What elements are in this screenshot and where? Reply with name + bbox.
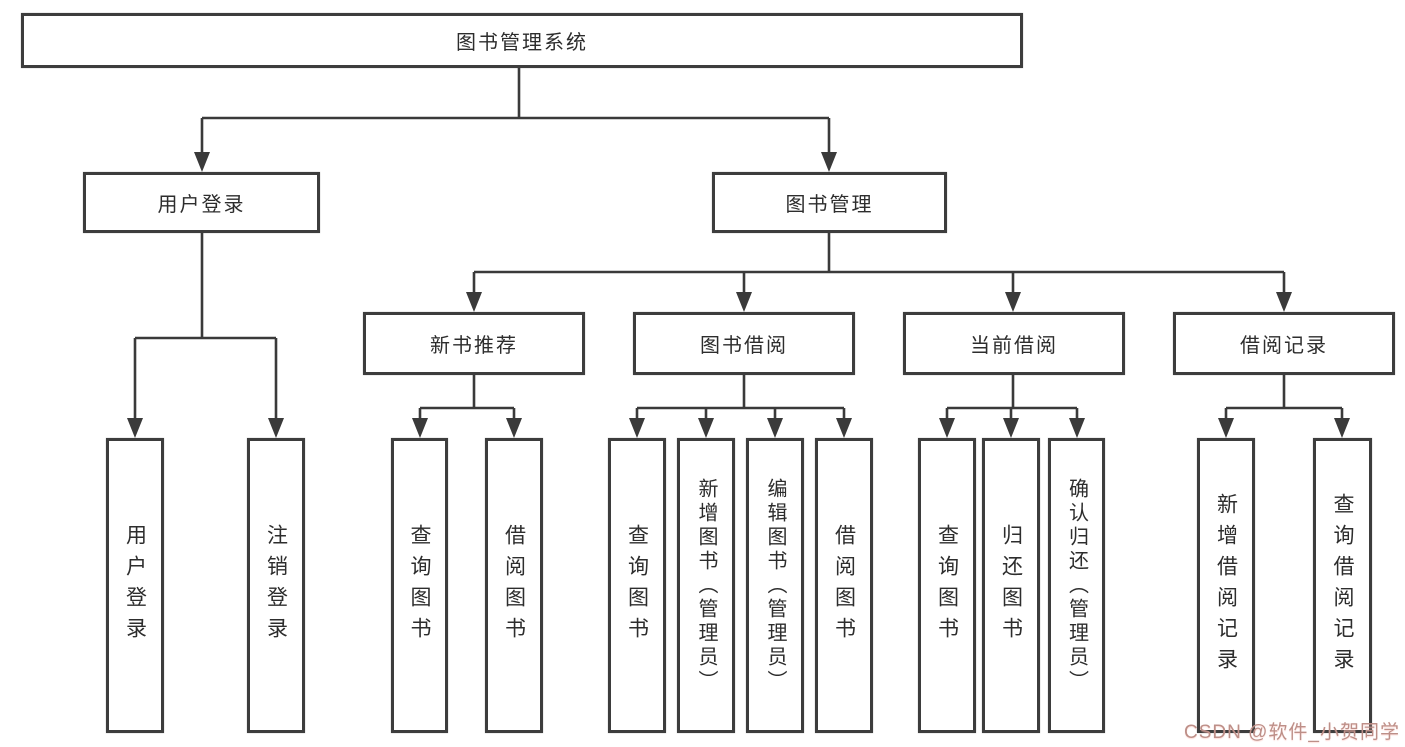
leaf-add-borrow-record: 新增借阅记录 [1197,438,1255,733]
leaf-query-book-recommend-label: 查询图书 [408,523,431,648]
node-book-borrow: 图书借阅 [633,312,855,375]
node-borrow-records-label: 借阅记录 [1240,335,1328,357]
leaf-add-borrow-record-label: 新增借阅记录 [1214,492,1238,679]
node-new-book-recommend-label: 新书推荐 [430,335,518,357]
node-book-borrow-label: 图书借阅 [700,335,788,357]
node-new-book-recommend: 新书推荐 [363,312,585,375]
leaf-query-book-recommend: 查询图书 [391,438,448,733]
leaf-borrow-book-label: 借阅图书 [832,523,856,648]
leaf-query-book-borrow: 查询图书 [608,438,666,733]
leaf-query-borrow-record-label: 查询借阅记录 [1331,492,1354,679]
node-book-management: 图书管理 [712,172,947,233]
leaf-edit-book-admin: 编辑图书（管理员） [746,438,804,733]
leaf-return-book: 归还图书 [982,438,1040,733]
node-borrow-records: 借阅记录 [1173,312,1395,375]
leaf-add-book-admin-label: 新增图书（管理员） [695,477,717,694]
node-root-system: 图书管理系统 [21,13,1023,68]
node-user-login-label: 用户登录 [157,194,246,216]
leaf-borrow-book-recommend: 借阅图书 [485,438,543,733]
leaf-edit-book-admin-label: 编辑图书（管理员） [764,477,786,694]
leaf-logout: 注销登录 [247,438,305,733]
leaf-logout-label: 注销登录 [264,523,288,648]
arrowheads [127,152,1350,438]
leaf-query-borrow-record: 查询借阅记录 [1313,438,1372,733]
node-user-login: 用户登录 [83,172,320,233]
leaf-confirm-return-admin-label: 确认归还（管理员） [1065,477,1088,694]
node-current-borrow-label: 当前借阅 [970,335,1058,357]
leaf-add-book-admin: 新增图书（管理员） [677,438,735,733]
node-root-label: 图书管理系统 [456,32,588,54]
leaf-user-login-label: 用户登录 [123,523,147,648]
leaf-borrow-book: 借阅图书 [815,438,873,733]
leaf-query-book-current-label: 查询图书 [935,523,959,648]
leaf-user-login: 用户登录 [106,438,164,733]
leaf-confirm-return-admin: 确认归还（管理员） [1048,438,1105,733]
node-book-management-label: 图书管理 [785,194,874,216]
leaf-query-book-borrow-label: 查询图书 [625,523,649,648]
watermark: CSDN @软件_小贺同学 [1184,722,1400,743]
node-current-borrow: 当前借阅 [903,312,1125,375]
leaf-query-book-current: 查询图书 [918,438,976,733]
leaf-borrow-book-recommend-label: 借阅图书 [502,523,526,648]
leaf-return-book-label: 归还图书 [999,523,1023,648]
